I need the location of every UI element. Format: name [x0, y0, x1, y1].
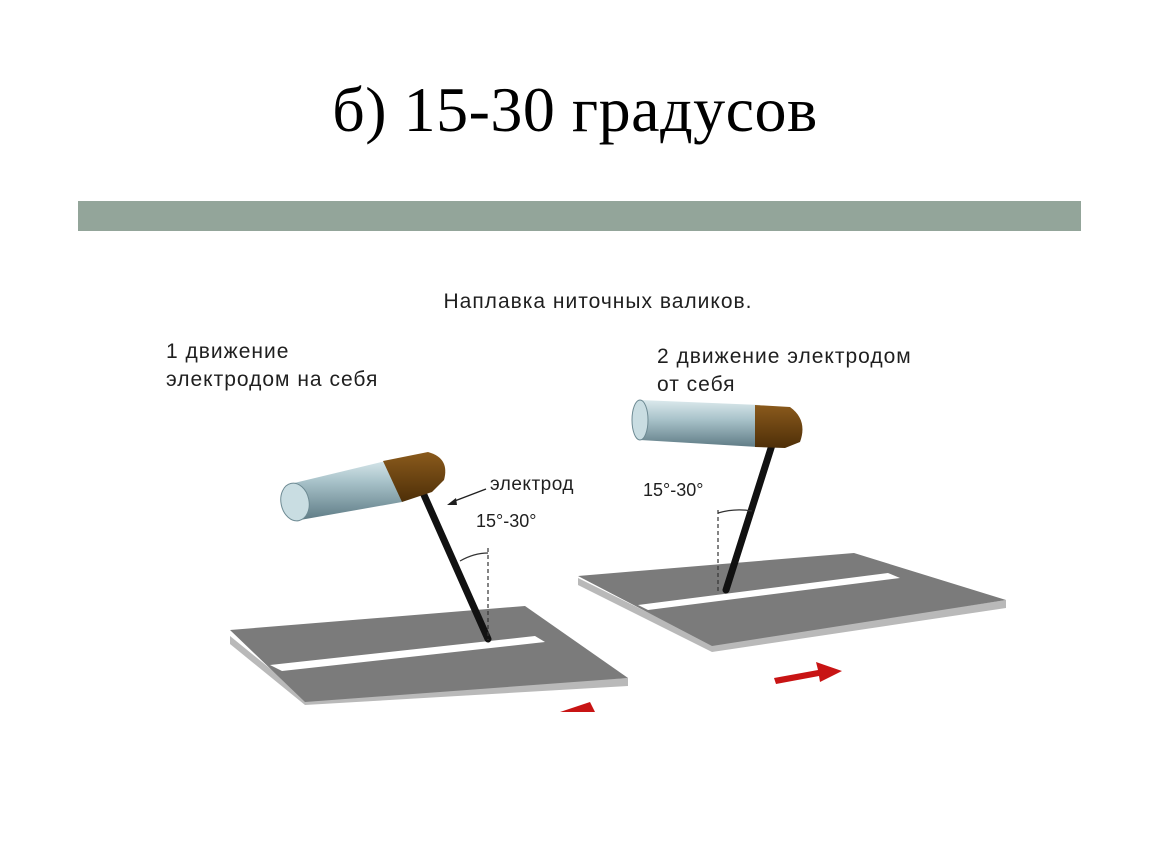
right-direction-arrow: [774, 662, 842, 684]
left-weld-bead: [270, 636, 545, 671]
left-angle-arc: [459, 552, 489, 562]
right-electrode-holder: [631, 399, 803, 448]
left-caption-line2: электродом на себя: [166, 368, 378, 391]
title-divider-bar: [78, 201, 1081, 231]
left-caption-line1: 1 движение: [166, 340, 289, 363]
figure-heading: Наплавка ниточных валиков.: [443, 290, 752, 313]
left-angle-label: 15°-30°: [476, 511, 536, 531]
right-electrode-rod: [722, 441, 776, 594]
left-plate: [230, 606, 628, 705]
right-weld-bead: [638, 573, 900, 610]
right-caption-line1: 2 движение электродом: [657, 345, 912, 368]
right-plate: [578, 553, 1006, 652]
slide-title: б) 15-30 градусов: [332, 74, 818, 145]
right-caption-line2: от себя: [657, 373, 736, 396]
left-electrode-label: электрод: [490, 474, 574, 495]
right-angle-arc: [717, 509, 753, 514]
left-electrode-holder: [280, 452, 446, 522]
left-electrode-rod: [420, 491, 492, 643]
left-electrode-pointer: [447, 488, 487, 505]
right-angle-label: 15°-30°: [643, 480, 703, 500]
left-direction-arrow: [560, 702, 595, 712]
